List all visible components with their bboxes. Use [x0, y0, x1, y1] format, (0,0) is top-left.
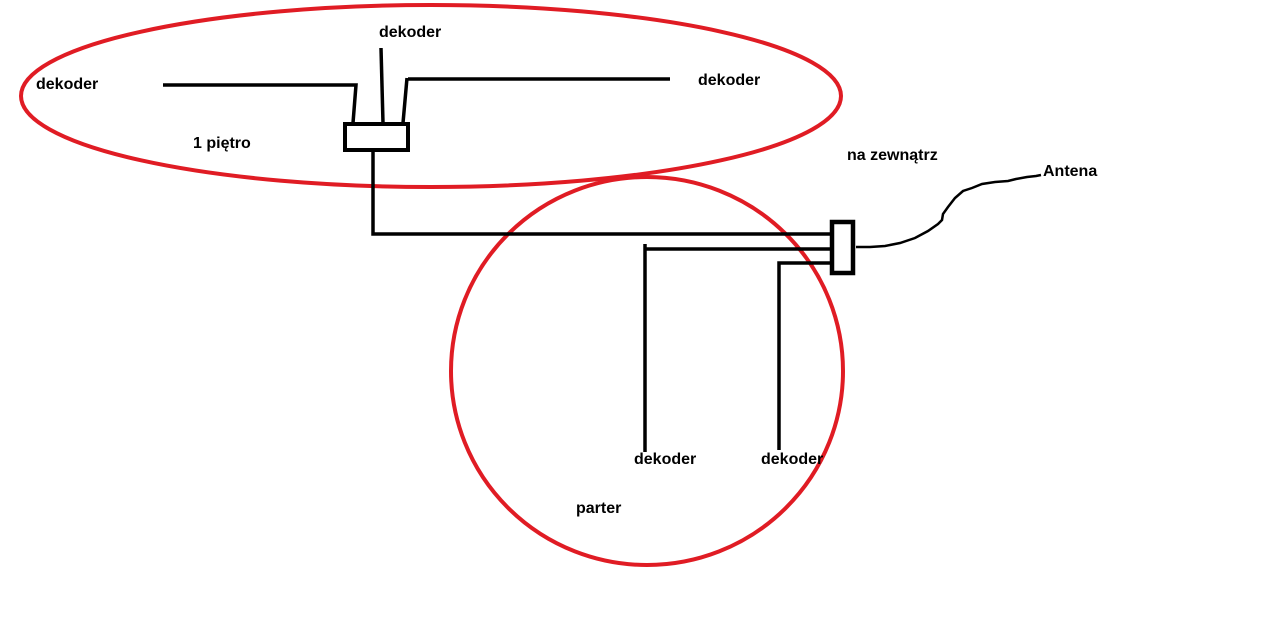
label-parter-decoder-right: dekoder [761, 451, 824, 468]
label-floor1-decoder-top: dekoder [379, 24, 442, 41]
label-antenna: Antena [1043, 163, 1098, 180]
label-floor1-decoder-right: dekoder [698, 72, 761, 89]
first-floor-region-outline [19, 3, 843, 189]
wire-trunk-floor1-to-tap [371, 150, 832, 236]
antenna-tap-box [829, 219, 856, 276]
ground-floor-region-outline [449, 175, 845, 567]
antenna-cable [856, 173, 1042, 249]
label-outside: na zewnątrz [847, 147, 938, 164]
floor1-splitter-box [343, 122, 410, 152]
wire-floor1-decoder-left [163, 83, 358, 124]
label-floor1-name: 1 piętro [193, 135, 251, 152]
wire-parter-decoder-right [777, 261, 832, 450]
label-floor1-decoder-left: dekoder [36, 76, 99, 93]
label-parter-name: parter [576, 500, 622, 517]
label-parter-decoder-left: dekoder [634, 451, 697, 468]
wire-floor1-decoder-top [379, 47, 385, 124]
wire-floor1-decoder-right [401, 77, 670, 124]
wire-parter-decoder-left [643, 244, 832, 452]
